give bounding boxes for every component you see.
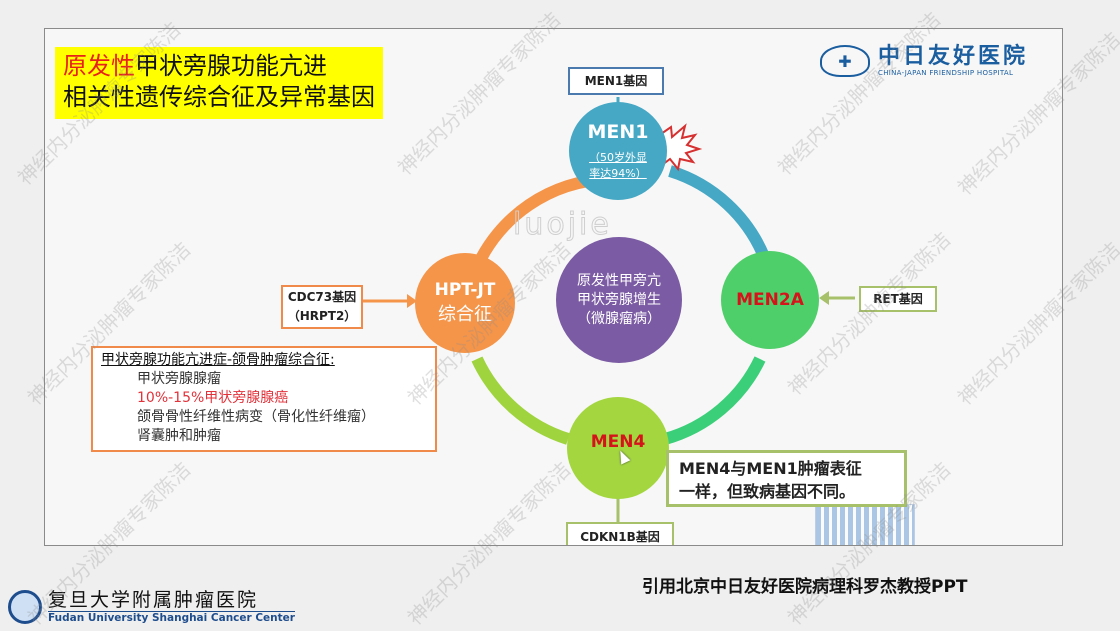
callout-line1: MEN4与MEN1肿瘤表征 (679, 459, 862, 478)
ret-gene-box: RET基因 (859, 286, 937, 312)
men2a-node: MEN2A (721, 251, 819, 349)
china-japan-hospital-logo: ✚ 中日友好医院 CHINA-JAPAN FRIENDSHIP HOSPITAL (820, 45, 1028, 77)
building-image (815, 504, 915, 545)
men4-node[interactable]: MEN4 (567, 397, 669, 499)
men4-callout: MEN4与MEN1肿瘤表征 一样，但致病基因不同。 (666, 450, 907, 507)
slide-title: 原发性甲状旁腺功能亢进 相关性遗传综合征及异常基因 (55, 47, 383, 119)
luojie-watermark: luojie (513, 207, 612, 243)
info-item: 甲状旁腺腺瘤 (137, 371, 221, 387)
title-line2: 相关性遗传综合征及异常基因 (63, 83, 375, 111)
info-item: 肾囊肿和肿瘤 (137, 428, 221, 444)
hospital-name-en: CHINA-JAPAN FRIENDSHIP HOSPITAL (878, 69, 1014, 77)
center-node: 原发性甲旁亢 甲状旁腺增生 （微腺瘤病） (556, 237, 682, 363)
center-line1: 原发性甲旁亢 (577, 272, 661, 289)
men1-penetrance: （50岁外显 (589, 151, 647, 164)
men2a-label: MEN2A (736, 290, 804, 310)
title-line1: 甲状旁腺功能亢进 (135, 52, 327, 80)
men1-penetrance-2: 率达94%） (589, 167, 647, 180)
cdc73-gene-box: CDC73基因 （HRPT2） (281, 285, 363, 329)
men1-gene-box: MEN1基因 (568, 67, 664, 95)
callout-line2: 一样，但致病基因不同。 (679, 482, 856, 501)
fudan-name-cn: 复旦大学附属肿瘤医院 (48, 590, 295, 612)
citation-text: 引用北京中日友好医院病理科罗杰教授PPT (642, 577, 968, 597)
center-line3: （微腺瘤病） (577, 310, 661, 327)
arrow-head-icon (407, 294, 417, 308)
hospital-name-cn: 中日友好医院 (878, 44, 1029, 69)
men1-node: MEN1 （50岁外显 率达94%） (569, 102, 667, 200)
arc-men2a-men4 (663, 356, 766, 445)
info-item: 10%-15%甲状旁腺腺癌 (137, 390, 289, 406)
fudan-name-en: Fudan University Shanghai Cancer Center (48, 612, 295, 624)
slide: 原发性甲状旁腺功能亢进 相关性遗传综合征及异常基因 ✚ 中日友好医院 CHINA… (44, 28, 1063, 546)
men1-label: MEN1 (587, 121, 649, 143)
arrow-head-icon (819, 291, 829, 305)
fudan-emblem-icon (8, 590, 42, 624)
center-line2: 甲状旁腺增生 (577, 291, 661, 308)
hptjt-label: HPT-JT (434, 280, 496, 300)
hospital-emblem-icon: ✚ (820, 45, 870, 77)
cdkn1b-gene-box: CDKN1B基因 (566, 522, 674, 545)
hptjt-node: HPT-JT 综合征 (415, 253, 515, 353)
arc-men1-men2a (668, 165, 771, 262)
fudan-cancer-center-logo: 复旦大学附属肿瘤医院 Fudan University Shanghai Can… (8, 590, 295, 624)
arc-men4-hptjt (471, 356, 570, 445)
cdc73-label: CDC73基因 (287, 290, 357, 304)
men4-label: MEN4 (590, 432, 646, 452)
info-header: 甲状旁腺功能亢进症-颌骨肿瘤综合征: (101, 352, 335, 368)
hrpt2-label: （HRPT2） (287, 309, 357, 323)
info-item: 颌骨骨性纤维性病变（骨化性纤维瘤） (137, 409, 375, 425)
hptjt-sub: 综合征 (438, 304, 492, 325)
hpt-jt-info-box: 甲状旁腺功能亢进症-颌骨肿瘤综合征: 甲状旁腺腺瘤 10%-15%甲状旁腺腺癌 … (91, 346, 437, 452)
title-red-text: 原发性 (63, 52, 135, 80)
